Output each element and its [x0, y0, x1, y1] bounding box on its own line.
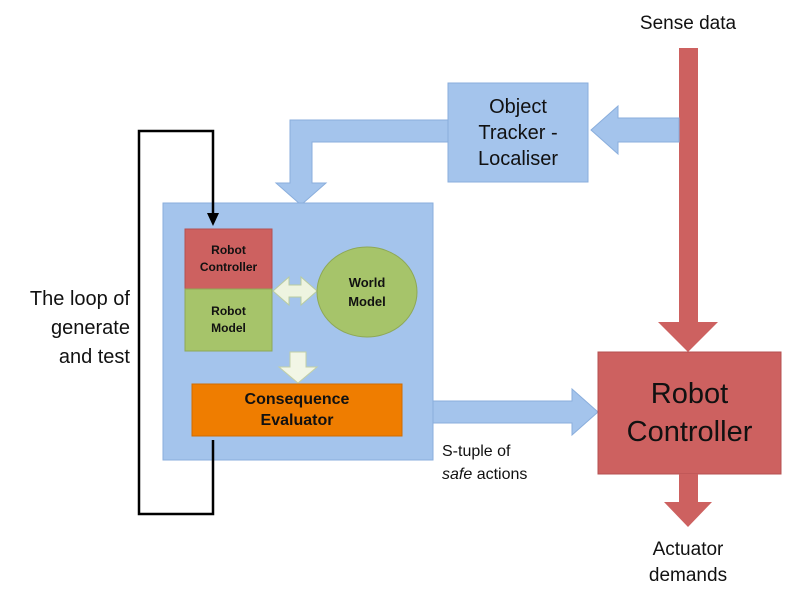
actuator-arrow — [664, 474, 712, 527]
robot-model-box — [184, 288, 273, 352]
object-tracker-line1: Object — [489, 95, 547, 118]
actuator-line1: Actuator — [652, 539, 724, 560]
sense-data-label: Sense data — [639, 13, 737, 34]
safe-actions-arrow — [432, 387, 599, 437]
loop-arrowhead — [207, 213, 219, 226]
generate-test-loop-line — [137, 129, 215, 516]
object-tracker-line2: Tracker - — [478, 121, 558, 144]
safe-actions-rest: actions — [472, 466, 528, 483]
consequence-evaluator-line2: Evaluator — [260, 412, 334, 429]
sense-data-arrow — [658, 48, 718, 352]
world-model-ellipse — [316, 246, 418, 338]
robot-controller-main-line1: Robot — [650, 378, 729, 410]
consequence-evaluator-label: Consequence Evaluator — [192, 384, 402, 436]
tracker-input-arrow — [590, 104, 680, 156]
inner-robot-controller-box — [184, 228, 273, 290]
loop-label-line2: generate — [51, 317, 130, 339]
actuator-label: Actuator demands — [618, 537, 758, 589]
actuator-line2: demands — [648, 565, 728, 586]
safe-actions-label: S-tuple of safe actions — [442, 440, 572, 486]
inner-robot-controller-label: Robot Controller — [185, 229, 272, 289]
consequence-evaluator-line1: Consequence — [244, 391, 350, 408]
robot-controller-main-label: Robot Controller — [598, 352, 781, 474]
robot-controller-main-box — [597, 351, 782, 475]
loop-label: The loop of generate and test — [10, 285, 130, 372]
inner-robot-controller-line2: Controller — [199, 260, 258, 274]
robot-model-line1: Robot — [211, 304, 246, 318]
object-tracker-label: Object Tracker - Localiser — [448, 83, 588, 182]
loop-label-line1: The loop of — [29, 288, 130, 310]
consequence-evaluator-box — [191, 383, 403, 437]
world-model-label: World Model — [317, 247, 417, 337]
safe-actions-line1: S-tuple of — [442, 443, 511, 460]
robot-controller-main-line2: Controller — [626, 416, 753, 448]
object-tracker-box — [447, 82, 589, 183]
safe-italic-word: safe — [442, 466, 473, 483]
inner-robot-controller-line1: Robot — [211, 243, 246, 257]
robot-model-line2: Model — [211, 321, 246, 335]
tracker-output-arrow — [274, 119, 449, 206]
loop-label-line3: and test — [58, 346, 130, 368]
world-model-line1: World — [348, 275, 386, 290]
safe-actions-line2: safe actions — [442, 463, 572, 486]
world-model-line2: Model — [348, 294, 386, 309]
object-tracker-line3: Localiser — [477, 147, 559, 170]
robot-model-label: Robot Model — [185, 289, 272, 351]
evaluator-input-arrow — [277, 351, 319, 384]
